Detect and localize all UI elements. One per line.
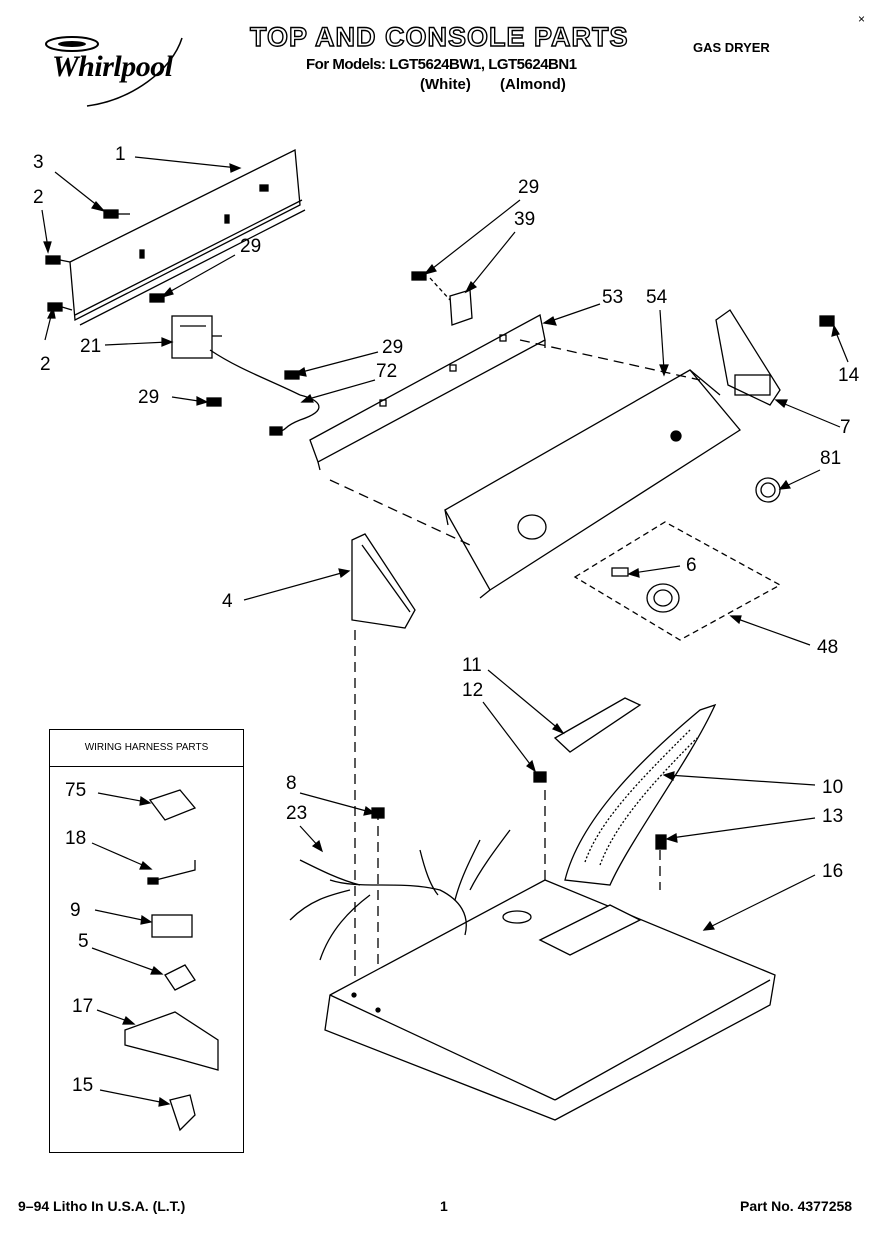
screw-29d [411,271,427,281]
screw-2a [45,255,71,265]
part-9 [151,914,193,938]
screw-29c [206,397,222,407]
callout-54: 54 [646,287,668,308]
part-12 [533,771,547,783]
callout-5: 5 [78,931,89,952]
color-almond: (Almond) [500,76,566,93]
callout-2a: 2 [33,187,44,208]
part-81-knob [755,477,781,503]
callout-75: 75 [65,780,87,801]
callout-29b: 29 [382,337,404,358]
callout-16: 16 [822,861,844,882]
screw-29a [149,293,165,303]
callout-72: 72 [376,361,398,382]
callout-15: 15 [72,1075,94,1096]
footer-page-number: 1 [440,1198,448,1214]
part-54-console [444,369,741,599]
part-5 [164,964,196,991]
part-16-top [324,879,776,1121]
callout-13: 13 [822,806,844,827]
part-10-grille [564,703,717,886]
callout-11: 11 [462,655,482,676]
callout-1: 1 [115,144,126,165]
callout-17: 17 [72,996,94,1017]
part-15 [169,1094,196,1132]
part-18 [147,860,196,885]
part-39 [429,277,473,326]
callout-8: 8 [286,773,297,794]
callout-10: 10 [822,777,844,798]
callout-29d: 29 [518,177,540,198]
callout-4: 4 [222,591,233,612]
part-1-bracket [69,148,306,326]
callout-29c: 29 [138,387,160,408]
wiring-harness-divider [50,766,243,767]
footer-litho: 9–94 Litho In U.S.A. (L.T.) [18,1198,186,1214]
part-23-harness [289,829,511,961]
callout-81: 81 [820,448,842,469]
callout-48: 48 [817,637,839,658]
whirlpool-logo [45,36,183,107]
callout-39: 39 [514,209,536,230]
doc-type: GAS DRYER [693,40,770,55]
callout-9: 9 [70,900,81,921]
part-4-endcap [351,533,416,629]
footer-part-number: Part No. 4377258 [740,1198,853,1214]
callout-12: 12 [462,680,484,701]
models-line: For Models: LGT5624BW1, LGT5624BN1 [306,56,577,73]
part-75 [148,789,197,821]
screw-2b [47,302,73,312]
part-48-timer [573,521,782,641]
callout-3: 3 [33,152,44,173]
wiring-harness-box: WIRING HARNESS PARTS [49,729,244,1153]
part-53-bracket [309,314,546,471]
corner-mark: × [858,12,866,26]
callout-7: 7 [840,417,851,438]
callout-6: 6 [686,555,697,576]
part-21-switch [171,315,301,396]
brand-name: Whirlpool [52,50,173,83]
screw-3 [103,209,130,219]
callout-2b: 2 [40,354,51,375]
callout-14: 14 [838,365,860,386]
part-17 [124,1011,219,1071]
part-11 [553,697,642,753]
screw-14 [819,315,835,327]
page-title: TOP AND CONSOLE PARTS [249,21,629,52]
part-72-harness [269,394,320,436]
screw-13 [655,834,667,850]
callout-29a: 29 [240,236,262,257]
callout-21: 21 [80,336,102,357]
color-white: (White) [420,76,471,93]
part-7-endcap [715,309,781,406]
callout-53: 53 [602,287,624,308]
wiring-harness-title: WIRING HARNESS PARTS [84,742,209,753]
callout-18: 18 [65,828,87,849]
callout-23: 23 [286,803,308,824]
